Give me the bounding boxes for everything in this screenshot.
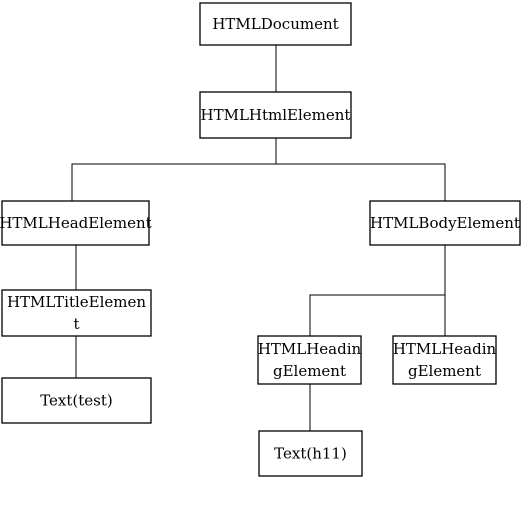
node-text-h11: Text(h11) bbox=[258, 430, 363, 477]
node-box-html-heading-element-2 bbox=[392, 335, 497, 385]
node-box-text-test bbox=[1, 377, 152, 424]
node-label: HTMLDocument bbox=[212, 15, 338, 33]
node-label: HTMLHeadin bbox=[393, 340, 497, 358]
node-html-body-element: HTMLBodyElement bbox=[369, 200, 521, 246]
node-label: t bbox=[73, 315, 79, 333]
node-box-text-h11 bbox=[258, 430, 363, 477]
node-box-html-heading-element-1 bbox=[257, 335, 362, 385]
edge-html-html-element-to-html-head-element bbox=[71, 138, 277, 201]
node-html-heading-element-2: HTMLHeadin gElement bbox=[392, 335, 497, 385]
node-html-head-element: HTMLHeadElement bbox=[0, 200, 152, 246]
node-label: Text(test) bbox=[40, 392, 113, 410]
node-label: gElement bbox=[408, 362, 481, 380]
node-html-heading-element-1: HTMLHeadin gElement bbox=[257, 335, 362, 385]
node-label: Text(h11) bbox=[274, 445, 347, 463]
node-box-html-document bbox=[199, 2, 352, 46]
node-label: HTMLHeadElement bbox=[0, 214, 152, 232]
node-html-document: HTMLDocument bbox=[199, 2, 352, 46]
edge-html-body-element-to-html-heading-element-1 bbox=[309, 245, 446, 336]
node-label: HTMLBodyElement bbox=[370, 214, 520, 232]
node-html-html-element: HTMLHtmlElement bbox=[199, 91, 352, 139]
node-label: gElement bbox=[273, 362, 346, 380]
node-box-html-title-element bbox=[1, 289, 152, 337]
node-label: HTMLTitleElemen bbox=[7, 293, 146, 311]
node-text-test: Text(test) bbox=[1, 377, 152, 424]
tree-edges bbox=[71, 45, 446, 431]
node-box-html-body-element bbox=[369, 200, 521, 246]
node-label: HTMLHtmlElement bbox=[201, 106, 351, 124]
node-box-html-head-element bbox=[1, 200, 150, 246]
edge-html-html-element-to-html-body-element bbox=[276, 163, 446, 201]
node-box-html-html-element bbox=[199, 91, 352, 139]
node-html-title-element: HTMLTitleElemen t bbox=[1, 289, 152, 337]
tree-nodes: HTMLDocumentHTMLHtmlElementHTMLHeadEleme… bbox=[0, 2, 521, 477]
node-label: HTMLHeadin bbox=[258, 340, 362, 358]
